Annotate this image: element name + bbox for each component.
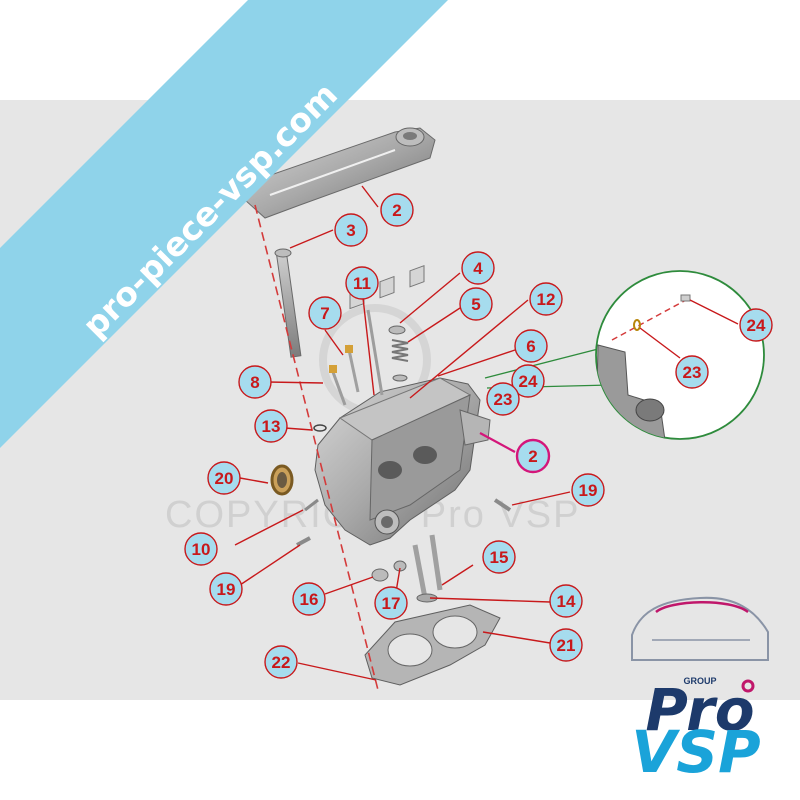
- inset-leader-24: [689, 299, 739, 325]
- leader-lines: [159, 149, 571, 681]
- part-8-seal: [329, 365, 337, 373]
- svg-text:2: 2: [528, 447, 537, 466]
- inset-part-24: [680, 294, 691, 302]
- part-13-oring: [313, 424, 327, 432]
- callout-22[interactable]: 22: [264, 645, 298, 679]
- svg-text:24: 24: [747, 316, 766, 335]
- part-16-part: [371, 568, 389, 582]
- callout-23[interactable]: 23: [486, 382, 520, 416]
- callout-3[interactable]: 3: [334, 213, 368, 247]
- callout-10[interactable]: 10: [184, 532, 218, 566]
- logo-word-pro: Pro: [645, 676, 754, 744]
- svg-text:20: 20: [215, 469, 234, 488]
- part-3-stud-head: [274, 248, 292, 258]
- inset-circle: [595, 270, 765, 440]
- callouts: 1 2 3 4 5 6 7 8 11 12 13 20 24 23 2 19 1…: [126, 164, 773, 679]
- svg-text:23: 23: [683, 363, 702, 382]
- callout-19-right[interactable]: 19: [571, 473, 605, 507]
- svg-text:6: 6: [526, 337, 535, 356]
- svg-text:19: 19: [217, 580, 236, 599]
- callout-21[interactable]: 21: [549, 628, 583, 662]
- logo-group-label: GROUP: [683, 676, 716, 686]
- part-4-retainer: [388, 325, 406, 335]
- callout-12[interactable]: 12: [529, 282, 563, 316]
- callout-20[interactable]: 20: [207, 461, 241, 495]
- rocker-cover-ridge: [269, 149, 396, 196]
- callout-6[interactable]: 6: [514, 329, 548, 363]
- callout-8[interactable]: 8: [238, 365, 272, 399]
- svg-text:17: 17: [382, 594, 401, 613]
- inset-callout-24[interactable]: 24: [739, 308, 773, 342]
- svg-text:19: 19: [579, 481, 598, 500]
- svg-text:8: 8: [250, 373, 259, 392]
- port-2: [413, 446, 437, 464]
- svg-text:22: 22: [272, 653, 291, 672]
- part-6-seat: [392, 374, 408, 382]
- part-8-valve: [331, 371, 347, 406]
- inset-callout-23[interactable]: 23: [675, 355, 709, 389]
- part-15-valve: [429, 534, 443, 591]
- svg-text:23: 23: [494, 390, 513, 409]
- callout-13[interactable]: 13: [254, 409, 288, 443]
- callout-7[interactable]: 7: [308, 296, 342, 330]
- svg-text:2: 2: [392, 201, 401, 220]
- rocker-cover: [244, 127, 436, 219]
- part-21-gasket: [364, 604, 501, 686]
- part-10-stud: [304, 498, 319, 512]
- callout-2-head[interactable]: 2: [515, 438, 551, 474]
- inset-axis: [611, 299, 687, 341]
- inset-connector-a: [484, 347, 603, 379]
- callout-2-cover[interactable]: 2: [380, 193, 414, 227]
- svg-text:21: 21: [557, 636, 576, 655]
- logo-gear-icon: [741, 679, 755, 693]
- svg-text:13: 13: [262, 417, 281, 436]
- svg-text:3: 3: [346, 221, 355, 240]
- logo-word-vsp: VSP: [631, 718, 760, 786]
- part-14-valve: [412, 544, 428, 599]
- svg-text:14: 14: [557, 592, 576, 611]
- inset-part-23: [633, 319, 641, 331]
- part-7-seal: [345, 345, 353, 353]
- logo-car-outline: [631, 596, 769, 661]
- thermostat-outlet: [459, 409, 491, 446]
- callout-16[interactable]: 16: [292, 582, 326, 616]
- callout-14[interactable]: 14: [549, 584, 583, 618]
- callout-11[interactable]: 11: [345, 266, 379, 300]
- callout-24[interactable]: 24: [511, 364, 545, 398]
- banner-strip: [0, 0, 448, 448]
- svg-text:7: 7: [320, 304, 329, 323]
- part-5-spring: [391, 339, 409, 362]
- svg-text:15: 15: [490, 548, 509, 567]
- detail-inset: [484, 270, 765, 440]
- svg-text:5: 5: [471, 295, 480, 314]
- logo-car-roof: [655, 601, 749, 614]
- svg-text:10: 10: [192, 540, 211, 559]
- part-20-seal-inner: [277, 472, 287, 488]
- callout-17[interactable]: 17: [374, 586, 408, 620]
- svg-text:12: 12: [537, 290, 556, 309]
- rocker-cover-cap-hole: [403, 132, 417, 140]
- callout-19-left[interactable]: 19: [209, 572, 243, 606]
- port-3-inner: [381, 516, 393, 528]
- inset-boss: [635, 398, 665, 422]
- part-19-bolt-a: [493, 498, 512, 512]
- callout-5[interactable]: 5: [459, 287, 493, 321]
- part-11-valve: [366, 309, 384, 396]
- inset-leader-23: [639, 327, 681, 359]
- svg-text:24: 24: [519, 372, 538, 391]
- svg-text:16: 16: [300, 590, 319, 609]
- part-19-bolt-b: [296, 536, 311, 547]
- pro-vsp-logo: GROUP Pro VSP: [631, 596, 769, 786]
- callout-4[interactable]: 4: [461, 251, 495, 285]
- svg-text:11: 11: [353, 274, 371, 293]
- callout-15[interactable]: 15: [482, 540, 516, 574]
- port-1: [378, 461, 402, 479]
- svg-text:4: 4: [473, 259, 483, 278]
